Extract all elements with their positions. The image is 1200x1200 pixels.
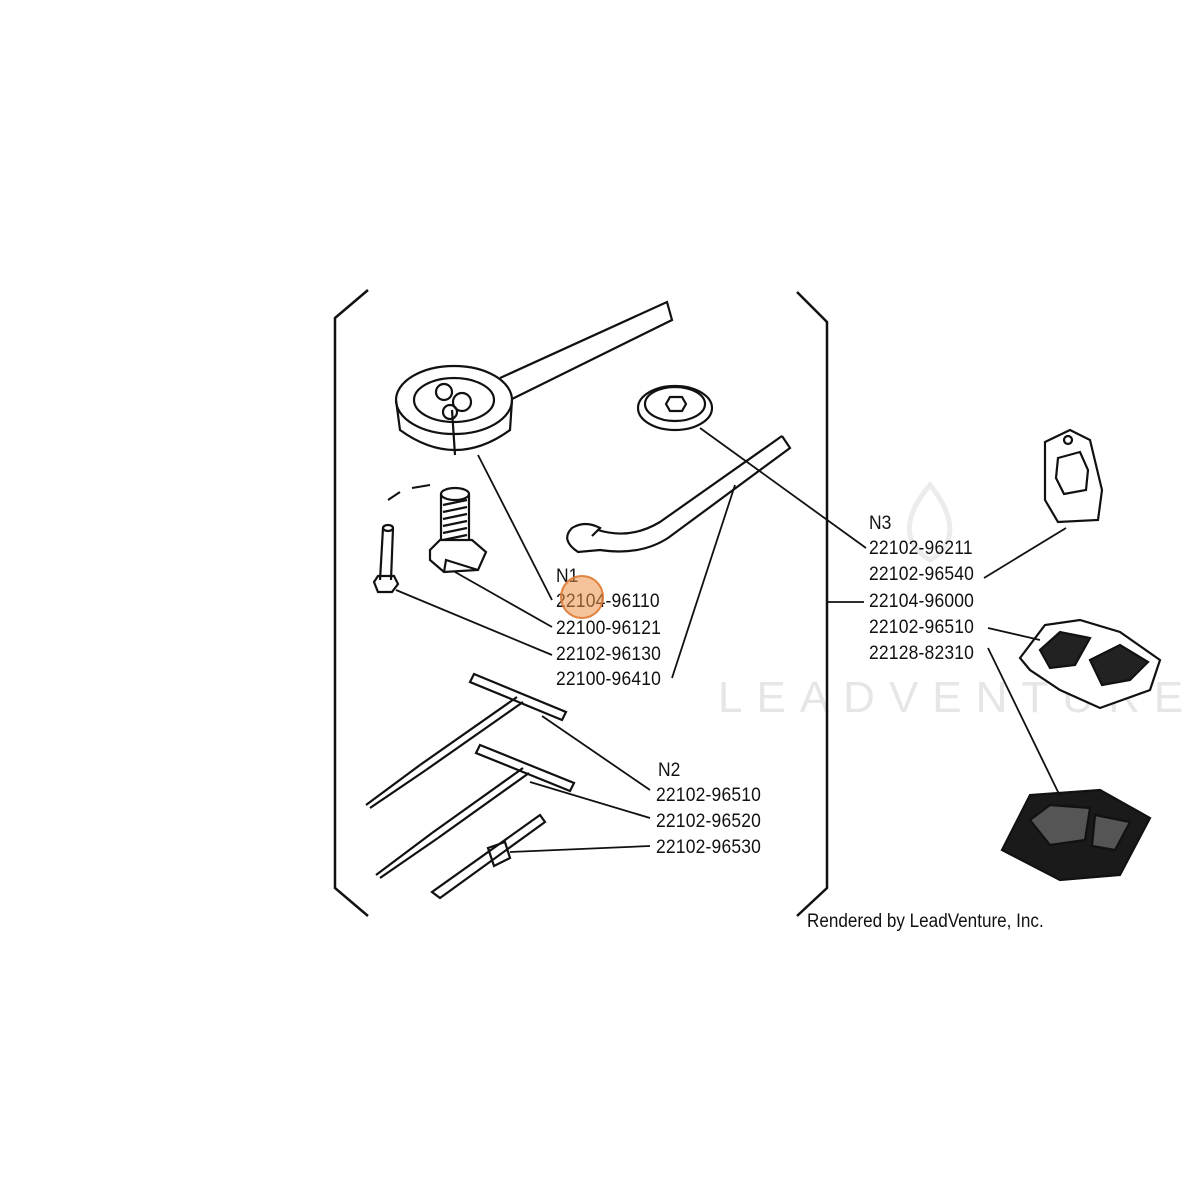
alignment-dash-line (387, 484, 431, 501)
pin-drawing (372, 523, 400, 594)
plate-drawing (636, 384, 714, 432)
part-number-22104-96000[interactable]: 22104-96000 (869, 591, 975, 612)
group-bracket-left (333, 289, 369, 917)
part-number-22102-96211[interactable]: 22102-96211 (869, 538, 973, 559)
part-number-22102-96510-n2[interactable]: 22102-96510 (656, 785, 762, 806)
credit-text: Rendered by LeadVenture, Inc. (807, 911, 1044, 932)
bolt-drawing (428, 486, 488, 574)
part-number-22102-96130[interactable]: 22102-96130 (556, 644, 662, 665)
watermark-flame-icon (906, 481, 953, 563)
group-label-n2: N2 (658, 760, 681, 781)
group-bracket-right (796, 291, 829, 917)
selected-part-hotspot[interactable] (560, 575, 604, 619)
reed-valve-drawing (1018, 618, 1162, 710)
leader-lines (395, 427, 1067, 853)
part-number-22102-96530[interactable]: 22102-96530 (656, 837, 762, 858)
t-handles-drawing (365, 672, 576, 900)
gasket-drawing (1043, 428, 1104, 524)
reed-block-drawing (1000, 788, 1152, 882)
part-number-22102-96510-n3[interactable]: 22102-96510 (869, 617, 975, 638)
part-number-22100-96121[interactable]: 22100-96121 (556, 618, 662, 639)
part-number-22128-82310[interactable]: 22128-82310 (869, 643, 975, 664)
hook-rod-drawing (566, 435, 792, 554)
flywheel-holder-drawing (394, 300, 674, 456)
part-number-22102-96520[interactable]: 22102-96520 (656, 811, 762, 832)
part-number-22102-96540[interactable]: 22102-96540 (869, 564, 975, 585)
group-label-n3: N3 (869, 513, 892, 534)
part-number-22100-96410[interactable]: 22100-96410 (556, 669, 662, 690)
